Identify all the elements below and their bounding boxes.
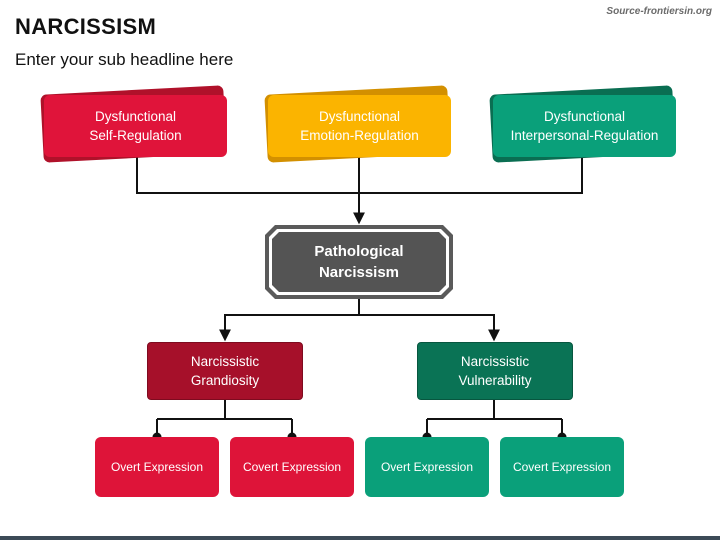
page-title: NARCISSISM <box>15 14 157 39</box>
leaf-label: Overt Expression <box>110 460 204 474</box>
leaf-label: Covert Expression <box>242 460 342 474</box>
node-vulnerability: Narcissistic Vulnerability <box>417 342 573 400</box>
node-label-line2: Self-Regulation <box>89 128 182 143</box>
node-label-line2: Interpersonal-Regulation <box>510 128 659 143</box>
leaf-covert-expression: Covert Expression <box>230 437 354 497</box>
footer-bar <box>0 536 720 540</box>
page-subtitle: Enter your sub headline here <box>15 50 234 69</box>
node-label-line2: Narcissism <box>318 264 400 281</box>
leaf-label: Covert Expression <box>512 460 612 474</box>
leaf-overt-expression: Overt Expression <box>95 437 219 497</box>
node-core: Pathological Narcissism <box>272 232 446 292</box>
node-label-line1: Dysfunctional <box>94 109 177 124</box>
node-frame: Pathological Narcissism <box>269 229 449 295</box>
node-self-regulation: Dysfunctional Self-Regulation <box>44 95 227 157</box>
connector-grandiosity-down <box>156 400 293 437</box>
node-pathological-narcissism: Pathological Narcissism <box>265 225 453 299</box>
node-emotion-regulation: Dysfunctional Emotion-Regulation <box>268 95 451 157</box>
node-label-line2: Grandiosity <box>190 373 260 388</box>
node-grandiosity: Narcissistic Grandiosity <box>147 342 303 400</box>
source-credit: Source-frontiersin.org <box>606 6 712 17</box>
node-label-line2: Vulnerability <box>458 373 532 388</box>
node-label-line1: Dysfunctional <box>543 109 626 124</box>
node-label-line1: Dysfunctional <box>318 109 401 124</box>
node-label-line1: Pathological <box>314 243 404 260</box>
node-label-line1: Narcissistic <box>190 354 260 369</box>
leaf-label: Overt Expression <box>380 460 474 474</box>
node-label-line1: Narcissistic <box>460 354 530 369</box>
node-interpersonal-regulation: Dysfunctional Interpersonal-Regulation <box>493 95 676 157</box>
connector-vulnerability-down <box>426 400 563 437</box>
leaf-overt-expression: Overt Expression <box>365 437 489 497</box>
node-label-line2: Emotion-Regulation <box>300 128 419 143</box>
leaf-covert-expression: Covert Expression <box>500 437 624 497</box>
